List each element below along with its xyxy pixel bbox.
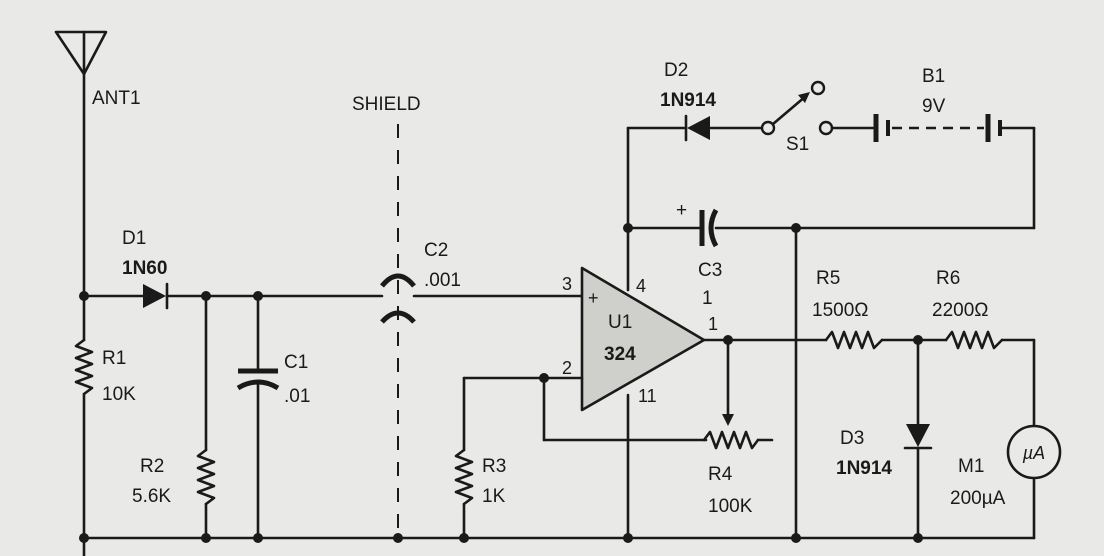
diode-d3: D3 1N914 (836, 338, 933, 540)
u1-pin3: 3 (562, 274, 572, 294)
d1-value: 1N60 (122, 258, 167, 279)
ground-rail (82, 536, 1036, 556)
shield-label: SHIELD (352, 94, 421, 115)
m1-value: 200µA (950, 488, 1006, 509)
resistor-r2: R2 5.6K (132, 294, 216, 540)
r5-ref: R5 (816, 268, 840, 289)
u1-plus-sign: + (588, 288, 599, 308)
diode-d2: D2 1N914 (660, 60, 764, 142)
c2-ref: C2 (424, 240, 448, 261)
junction-dots (79, 223, 923, 543)
c1-value: .01 (284, 386, 310, 407)
c2-value: .001 (424, 270, 461, 291)
r1-ref: R1 (102, 348, 126, 369)
ant1-ref: ANT1 (92, 88, 141, 109)
battery-return-wire (714, 126, 1036, 230)
r6-ref: R6 (936, 268, 960, 289)
b1-value: 9V (922, 96, 946, 117)
opamp-u1: U1 324 + 3 4 2 11 1 (562, 266, 718, 412)
r2-value: 5.6K (132, 486, 171, 507)
m1-symbol: µA (1022, 443, 1045, 463)
feedback-network (462, 338, 734, 442)
d2-ref: D2 (664, 60, 688, 81)
r6-value: 2200Ω (932, 300, 988, 321)
r5-value: 1500Ω (812, 300, 868, 321)
u1-pin1: 1 (708, 314, 718, 334)
s1-ref: S1 (786, 134, 809, 155)
r1-value: 10K (102, 384, 136, 405)
r4-value: 100K (708, 496, 753, 517)
u1-pin2: 2 (562, 358, 572, 378)
d3-ref: D3 (840, 428, 864, 449)
d3-value: 1N914 (836, 458, 892, 479)
c3-value: 1 (702, 288, 713, 309)
c3-ref: C3 (698, 260, 722, 281)
r3-ref: R3 (482, 456, 506, 477)
m1-ref: M1 (958, 456, 984, 477)
c3-polarity: + (676, 200, 687, 221)
antenna-ant1: ANT1 (54, 30, 141, 298)
u1-ref: U1 (608, 312, 632, 333)
resistor-r3: R3 1K (454, 376, 506, 540)
supply-wire (626, 126, 702, 540)
u1-pin11: 11 (638, 386, 657, 406)
switch-s1: S1 (760, 80, 876, 155)
capacitor-c1: C1 .01 (236, 294, 310, 540)
diode-d1: D1 1N60 (122, 228, 169, 310)
capacitor-c3: + C3 1 (676, 200, 722, 309)
r4-ref: R4 (708, 464, 733, 485)
u1-pin4: 4 (636, 276, 646, 296)
r3-value: 1K (482, 486, 506, 507)
d1-ref: D1 (122, 228, 146, 249)
resistor-r5: R5 1500Ω (812, 268, 884, 350)
shield: SHIELD (352, 94, 421, 538)
capacitor-c2: C2 .001 (380, 240, 461, 324)
resistor-r6: R6 2200Ω (932, 268, 1004, 350)
b1-ref: B1 (922, 66, 945, 87)
meter-m1: µA M1 200µA (950, 424, 1062, 509)
r2-ref: R2 (140, 456, 164, 477)
potentiometer-r4: R4 100K (702, 430, 774, 517)
battery-b1: B1 9V (873, 66, 1036, 142)
resistor-r1: R1 10K (74, 294, 136, 540)
c1-ref: C1 (284, 352, 308, 373)
u1-value: 324 (604, 344, 636, 365)
d2-value: 1N914 (660, 90, 716, 111)
